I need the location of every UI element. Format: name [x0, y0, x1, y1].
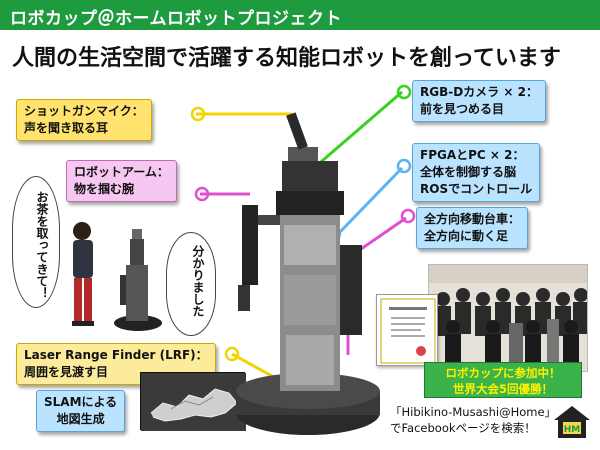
fpga-pc-title: FPGAとPC × 2： [420, 148, 525, 162]
fpga-leader-dot [396, 158, 412, 174]
robot-arm-title: ロボットアーム： [74, 165, 169, 179]
fpga-pc-ros: ROSでコントロール [420, 182, 533, 196]
slam-title: SLAMによる [44, 395, 118, 409]
hibikino-musashi-logo: HM [552, 404, 592, 440]
shotgun-mic-desc: 声を聞き取る耳 [24, 121, 109, 135]
svg-text:HM: HM [564, 425, 581, 435]
shotgun-mic-callout: ショットガンマイク： 声を聞き取る耳 [16, 99, 152, 141]
rgbd-camera-desc: 前を見つめる目 [420, 102, 505, 116]
robot-speech-bubble: 分かりました [166, 232, 216, 336]
omni-base-callout: 全方向移動台車： 全方向に動く足 [416, 207, 529, 249]
camera-leader-dot [396, 84, 412, 100]
footer-line2: でFacebookページを検索！ [390, 421, 536, 435]
team-group-photo [428, 264, 588, 372]
facebook-search-text: 「Hibikino-Musashi@Home」 でFacebookページを検索！ [390, 404, 556, 436]
slam-desc: 地図生成 [56, 412, 105, 426]
banner-line1: ロボカップに参加中！ [445, 366, 561, 380]
person-speech-text: お茶を取ってきて！ [35, 191, 49, 299]
lrf-title: Laser Range Finder (LRF)： [24, 348, 208, 362]
robot-speech-text: 分かりました [191, 245, 205, 317]
header-title: ロボカップ＠ホームロボットプロジェクト [10, 9, 342, 29]
rgbd-camera-title: RGB-Dカメラ × 2： [420, 85, 538, 99]
omni-base-desc: 全方向に動く足 [424, 229, 509, 243]
robot-arm-desc: 物を掴む腕 [74, 182, 135, 196]
arm-leader-dot [194, 186, 210, 202]
slam-map-image [140, 372, 246, 431]
robot-illustration [228, 95, 388, 440]
rgbd-camera-callout: RGB-Dカメラ × 2： 前を見つめる目 [412, 80, 546, 122]
footer-line1: 「Hibikino-Musashi@Home」 [390, 405, 557, 419]
base-leader-dot [400, 208, 416, 224]
fpga-pc-callout: FPGAとPC × 2： 全体を制御する脳 ROSでコントロール [412, 143, 541, 202]
robocup-banner: ロボカップに参加中！ 世界大会5回優勝！ [424, 362, 582, 398]
omni-base-title: 全方向移動台車： [424, 212, 521, 226]
banner-line2: 世界大会5回優勝！ [452, 382, 553, 396]
award-certificate-image [376, 294, 438, 366]
header-bar [0, 0, 600, 30]
lrf-leader-dot [224, 346, 240, 362]
slam-callout: SLAMによる 地図生成 [36, 390, 126, 432]
headline: 人間の生活空間で活躍する知能ロボットを創っています [12, 46, 561, 71]
robot-arm-callout: ロボットアーム： 物を掴む腕 [66, 160, 177, 202]
mic-leader-dot [190, 106, 206, 122]
fpga-pc-desc: 全体を制御する脳 [420, 165, 517, 179]
shotgun-mic-title: ショットガンマイク： [24, 104, 144, 118]
lrf-desc: 周囲を見渡す目 [24, 365, 109, 379]
person-speech-bubble: お茶を取ってきて！ [12, 176, 60, 308]
person-and-robot-photo [60, 205, 170, 335]
